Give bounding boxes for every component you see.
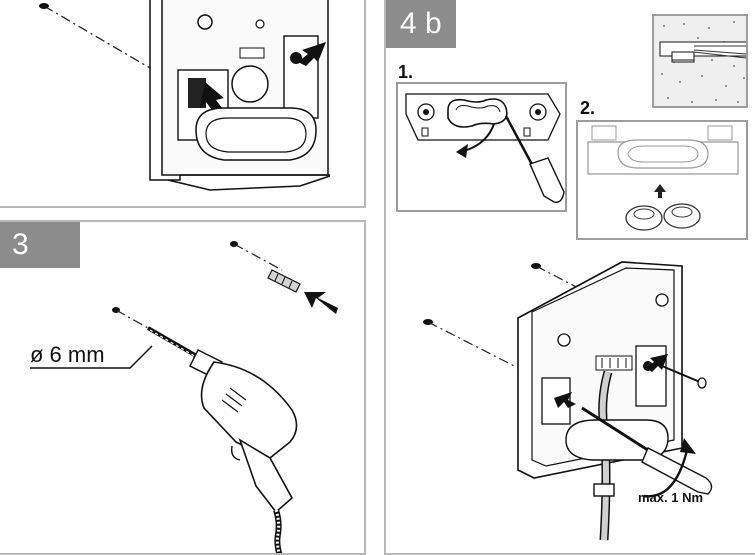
mounting-illustration bbox=[423, 261, 713, 541]
panel-top-left bbox=[0, 0, 366, 208]
sub-step-2-label: 2. bbox=[580, 98, 596, 118]
housing-illustration-top bbox=[39, 0, 331, 191]
drill-illustration bbox=[30, 241, 338, 553]
wall-texture bbox=[654, 16, 746, 106]
panel-step-3: 3 ø 6 mm bbox=[0, 220, 366, 555]
grommet-insertion-illustration bbox=[587, 125, 739, 231]
drill-size-label: ø 6 mm bbox=[30, 342, 105, 367]
knockout-removal-illustration bbox=[405, 93, 565, 203]
torque-label: max. 1 Nm bbox=[638, 490, 704, 505]
wall-detail-inset bbox=[652, 14, 748, 108]
sub-step-1-panel bbox=[396, 82, 567, 212]
step-tag-3: 3 bbox=[0, 222, 80, 268]
sub-step-2-panel bbox=[576, 120, 748, 240]
panel-step-4b: 4 b 1. bbox=[384, 0, 755, 555]
sub-step-1-label: 1. bbox=[398, 62, 414, 82]
step-tag-4b: 4 b bbox=[386, 0, 456, 48]
